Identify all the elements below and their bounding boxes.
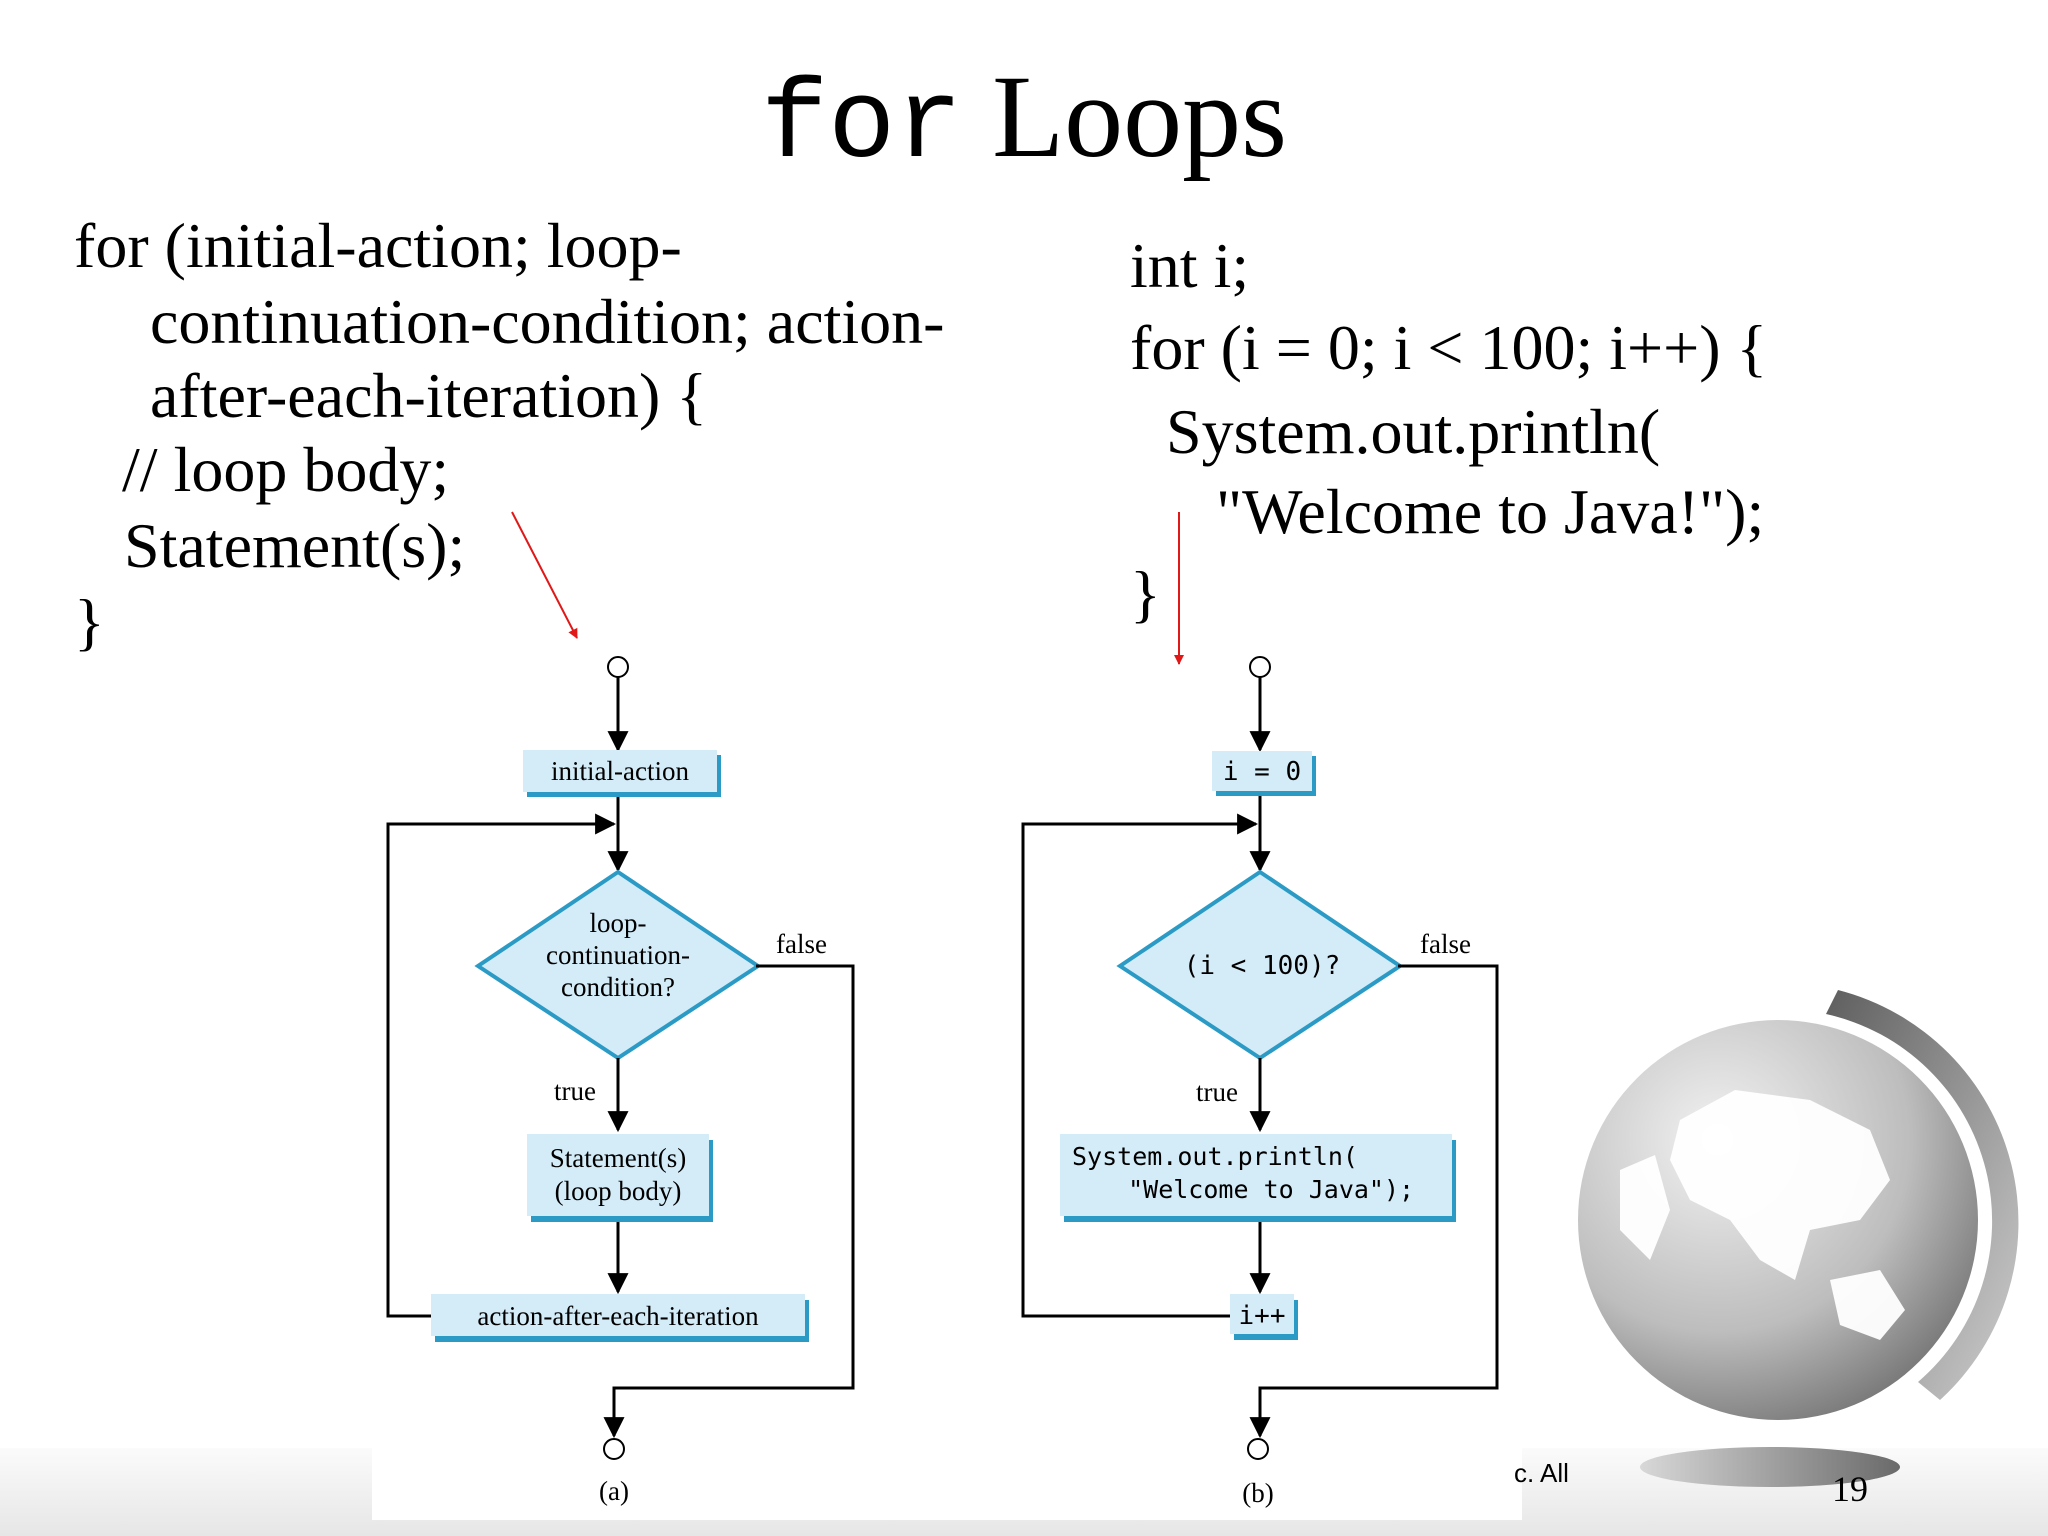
condition-diamond: loop- continuation- condition? <box>474 869 762 1061</box>
condition-label: (i < 100)? <box>1184 951 1341 981</box>
init-box: i = 0 <box>1212 751 1316 796</box>
println-label: "Welcome to Java"); <box>1098 1175 1414 1204</box>
syntax-line: Statement(s); <box>124 510 466 581</box>
syntax-line: after-each-iteration) { <box>150 360 708 431</box>
false-exit-arrow <box>603 964 855 1439</box>
copyright-text: c. All <box>1514 1458 1569 1488</box>
initial-action-box: initial-action <box>523 750 721 797</box>
println-label: System.out.println( <box>1072 1142 1358 1171</box>
syntax-line: for (initial-action; loop- <box>74 210 682 281</box>
syntax-line: continuation-condition; action- <box>150 286 945 357</box>
globe-ring <box>1826 990 2019 1400</box>
pointer-arrow-a <box>511 511 578 639</box>
false-exit-arrow <box>1249 964 1499 1439</box>
globe-icon <box>1578 990 2019 1487</box>
false-label: false <box>1420 929 1471 959</box>
page-number: 19 <box>1832 1469 1868 1509</box>
flowchart-a: initial-action loop- continuation- condi… <box>386 656 855 1506</box>
condition-label: condition? <box>561 972 675 1002</box>
condition-label: loop- <box>590 908 647 938</box>
true-label: true <box>554 1076 596 1106</box>
flowchart-b: i = 0 (i < 100)? true System.out.println… <box>1021 656 1499 1508</box>
slide-title: for Loops <box>0 58 2048 183</box>
globe-continent <box>1830 1270 1905 1340</box>
loop-back-arrow <box>1021 813 1259 1318</box>
end-node <box>1247 1438 1269 1460</box>
init-label: i = 0 <box>1223 757 1301 787</box>
body-label: (loop body) <box>555 1176 682 1206</box>
start-node <box>607 656 629 678</box>
condition-label: continuation- <box>546 940 690 970</box>
example-line: for (i = 0; i < 100; i++) { <box>1130 312 1768 383</box>
example-line: int i; <box>1130 230 1250 301</box>
loop-back-arrow <box>386 813 617 1318</box>
caption-b: (b) <box>1242 1478 1273 1508</box>
true-label: true <box>1196 1077 1238 1107</box>
condition-diamond: (i < 100)? <box>1116 869 1404 1061</box>
title-keyword: for <box>760 63 963 190</box>
syntax-line: // loop body; <box>122 434 450 505</box>
println-box: System.out.println( "Welcome to Java"); <box>1060 1134 1456 1222</box>
globe-base <box>1640 1447 1900 1487</box>
example-line: "Welcome to Java!"); <box>1216 476 1765 547</box>
body-label: Statement(s) <box>550 1143 686 1173</box>
increment-label: i++ <box>1239 1301 1286 1331</box>
initial-action-label: initial-action <box>551 756 689 786</box>
increment-box: i++ <box>1230 1294 1298 1340</box>
start-node <box>1249 656 1271 678</box>
update-box: action-after-each-iteration <box>431 1294 809 1342</box>
title-text: Loops <box>992 51 1288 182</box>
example-line: System.out.println( <box>1166 396 1661 467</box>
globe-continent <box>1670 1090 1890 1280</box>
caption-a: (a) <box>599 1476 629 1506</box>
update-label: action-after-each-iteration <box>477 1301 759 1331</box>
globe-continent <box>1620 1155 1670 1260</box>
false-label: false <box>776 929 827 959</box>
syntax-line: } <box>74 586 105 657</box>
loop-body-box: Statement(s) (loop body) <box>527 1134 713 1222</box>
example-line: } <box>1130 558 1161 629</box>
end-node <box>603 1438 625 1460</box>
